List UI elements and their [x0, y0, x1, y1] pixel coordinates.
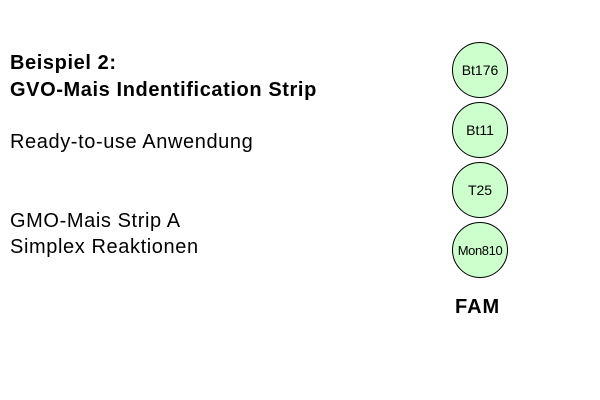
subtitle: Ready-to-use Anwendung — [10, 131, 254, 153]
well-t25: T25 — [452, 162, 508, 218]
heading-line-1: Beispiel 2: — [10, 52, 117, 74]
well-mon810: Mon810 — [452, 222, 508, 278]
heading-line-2: GVO-Mais Indentification Strip — [10, 79, 317, 101]
strip-reaction-type: Simplex Reaktionen — [10, 236, 199, 258]
well-bt11: Bt11 — [452, 102, 508, 158]
well-bt176: Bt176 — [452, 42, 508, 98]
dye-label: FAM — [455, 296, 501, 318]
strip-name: GMO-Mais Strip A — [10, 210, 181, 232]
